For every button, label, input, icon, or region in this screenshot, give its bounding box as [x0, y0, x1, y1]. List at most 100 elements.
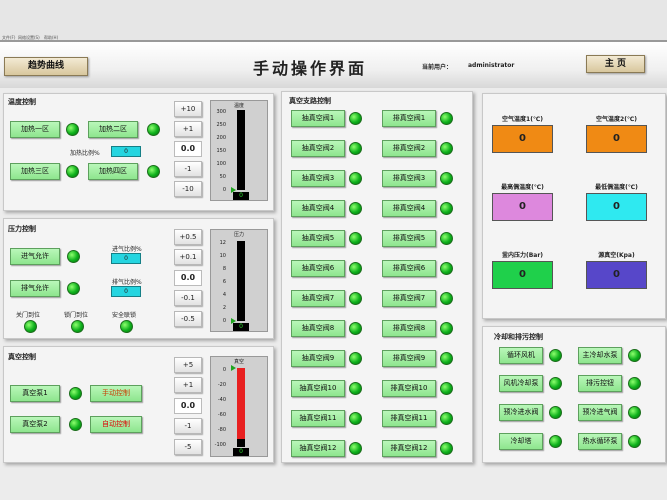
- evacuate-valve-3-button[interactable]: 抽真空阀3: [291, 170, 345, 187]
- vent-valve-11-button[interactable]: 排真空阀11: [382, 410, 436, 427]
- sensor-value: 0: [586, 261, 647, 289]
- evacuate-valve-6-button[interactable]: 抽真空阀6: [291, 260, 345, 277]
- evacuate-valve-5-indicator: [349, 232, 362, 245]
- current-user-label: 当前用户：: [422, 64, 453, 71]
- heating-ratio-value[interactable]: 0: [111, 146, 141, 157]
- evacuate-valve-2-button[interactable]: 抽真空阀2: [291, 140, 345, 157]
- gauge-tick: 12: [219, 240, 226, 246]
- temperature-gauge-pointer-icon: [231, 187, 236, 193]
- evacuate-valve-1-button[interactable]: 抽真空阀1: [291, 110, 345, 127]
- evacuate-valve-10-button[interactable]: 抽真空阀10: [291, 380, 345, 397]
- vacuum-setpoint-value[interactable]: 0.0: [174, 398, 202, 414]
- vent-valve-4-button[interactable]: 排真空阀4: [382, 200, 436, 217]
- pressure-setpoint-value[interactable]: 0.0: [174, 270, 202, 286]
- evacuate-valve-9-button[interactable]: 抽真空阀9: [291, 350, 345, 367]
- cooling-indicator-4: [628, 377, 641, 390]
- vacuum-pump-2-button[interactable]: 真空泵2: [10, 416, 60, 433]
- intake-ratio-label: 进气比例%: [112, 246, 142, 253]
- intake-allow-indicator: [67, 250, 80, 263]
- cooling-button-7[interactable]: 冷却塔: [499, 433, 543, 450]
- vacuum-pump-1-button[interactable]: 真空泵1: [10, 385, 60, 402]
- heat-step-plus-1[interactable]: +1: [174, 121, 202, 137]
- cooling-button-2[interactable]: 主冷却水泵: [578, 347, 622, 364]
- sensor-label: 釜内压力(Bar): [501, 252, 544, 259]
- vent-valve-2-indicator: [440, 142, 453, 155]
- sensor-value: 0: [492, 193, 553, 221]
- evacuate-valve-6-indicator: [349, 262, 362, 275]
- vent-valve-10-button[interactable]: 排真空阀10: [382, 380, 436, 397]
- evacuate-valve-2-indicator: [349, 142, 362, 155]
- vacuum-step-minus-5[interactable]: -5: [174, 439, 202, 455]
- exhaust-allow-button[interactable]: 排气允许: [10, 280, 60, 297]
- auto-control-button[interactable]: 自动控制: [90, 416, 142, 433]
- vent-valve-2-button[interactable]: 排真空阀2: [382, 140, 436, 157]
- heat-step-plus-10[interactable]: +10: [174, 101, 202, 117]
- menu-help[interactable]: 帮助(H): [44, 35, 59, 40]
- evacuate-valve-5-button[interactable]: 抽真空阀5: [291, 230, 345, 247]
- evacuate-valve-11-button[interactable]: 抽真空阀11: [291, 410, 345, 427]
- trend-curve-button[interactable]: 趋势曲线: [4, 57, 88, 76]
- heating-zone-4-button[interactable]: 加热四区: [88, 163, 138, 180]
- cooling-button-6[interactable]: 预冷进气阀: [578, 404, 622, 421]
- vacuum-gauge-track: [237, 368, 245, 447]
- evacuate-valve-12-button[interactable]: 抽真空阀12: [291, 440, 345, 457]
- sensor-label: 最低偶温度(℃): [595, 184, 638, 191]
- pressure-step-minus-0.1[interactable]: -0.1: [174, 290, 202, 306]
- evacuate-valve-4-indicator: [349, 202, 362, 215]
- heat-step-minus-1[interactable]: -1: [174, 161, 202, 177]
- vent-valve-5-button[interactable]: 排真空阀5: [382, 230, 436, 247]
- vent-valve-1-button[interactable]: 排真空阀1: [382, 110, 436, 127]
- evacuate-valve-8-button[interactable]: 抽真空阀8: [291, 320, 345, 337]
- cooling-button-8[interactable]: 热水循环泵: [578, 433, 622, 450]
- heat-setpoint-value[interactable]: 0.0: [174, 141, 202, 157]
- exhaust-ratio-value[interactable]: 0: [111, 286, 141, 297]
- gauge-tick: 6: [222, 279, 226, 285]
- cooling-button-1[interactable]: 循环风机: [499, 347, 543, 364]
- vent-valve-3-button[interactable]: 排真空阀3: [382, 170, 436, 187]
- heat-step-minus-10[interactable]: -10: [174, 181, 202, 197]
- pressure-step-minus-0.5[interactable]: -0.5: [174, 311, 202, 327]
- gauge-tick: 10: [219, 253, 226, 259]
- intake-ratio-value[interactable]: 0: [111, 253, 141, 264]
- door-closed-indicator: [24, 320, 37, 333]
- evacuate-valve-4-button[interactable]: 抽真空阀4: [291, 200, 345, 217]
- sensor-label: 最高偶温度(℃): [501, 184, 544, 191]
- heating-zone-3-button[interactable]: 加热三区: [10, 163, 60, 180]
- vent-valve-8-indicator: [440, 322, 453, 335]
- evacuate-valve-1-indicator: [349, 112, 362, 125]
- vacuum-step-plus-1[interactable]: +1: [174, 377, 202, 393]
- intake-allow-button[interactable]: 进气允许: [10, 248, 60, 265]
- vent-valve-9-indicator: [440, 352, 453, 365]
- gauge-tick: 300: [216, 109, 226, 115]
- vacuum-gauge-pointer-icon: [231, 365, 236, 371]
- evacuate-valve-7-button[interactable]: 抽真空阀7: [291, 290, 345, 307]
- vent-valve-12-button[interactable]: 排真空阀12: [382, 440, 436, 457]
- gauge-tick: 0: [222, 367, 226, 373]
- heating-zone-2-button[interactable]: 加热二区: [88, 121, 138, 138]
- heating-zone-1-button[interactable]: 加热一区: [10, 121, 60, 138]
- cooling-button-4[interactable]: 排污控钮: [578, 375, 622, 392]
- door-locked-label: 锁门到位: [64, 312, 89, 319]
- vent-valve-6-button[interactable]: 排真空阀6: [382, 260, 436, 277]
- vent-valve-7-button[interactable]: 排真空阀7: [382, 290, 436, 307]
- vacuum-branch-title: 真空支路控制: [289, 97, 331, 105]
- home-button[interactable]: 主 页: [586, 55, 645, 73]
- vent-valve-9-button[interactable]: 排真空阀9: [382, 350, 436, 367]
- vacuum-step-minus-1[interactable]: -1: [174, 418, 202, 434]
- gauge-tick: 0: [222, 187, 226, 193]
- vent-valve-8-button[interactable]: 排真空阀8: [382, 320, 436, 337]
- pressure-gauge-track: [237, 241, 245, 321]
- vent-valve-1-indicator: [440, 112, 453, 125]
- evacuate-valve-10-indicator: [349, 382, 362, 395]
- evacuate-valve-8-indicator: [349, 322, 362, 335]
- heating-zone-4-indicator: [147, 165, 160, 178]
- vacuum-step-plus-5[interactable]: +5: [174, 357, 202, 373]
- menu-network[interactable]: 网络设置(S): [18, 35, 40, 40]
- pressure-step-plus-0.1[interactable]: +0.1: [174, 249, 202, 265]
- manual-control-button[interactable]: 手动控制: [90, 385, 142, 402]
- cooling-button-3[interactable]: 风机冷却泵: [499, 375, 543, 392]
- menu-file[interactable]: 文件(F): [2, 35, 16, 40]
- heating-zone-1-indicator: [66, 123, 79, 136]
- cooling-button-5[interactable]: 预冷进水阀: [499, 404, 543, 421]
- pressure-step-plus-0.5[interactable]: +0.5: [174, 229, 202, 245]
